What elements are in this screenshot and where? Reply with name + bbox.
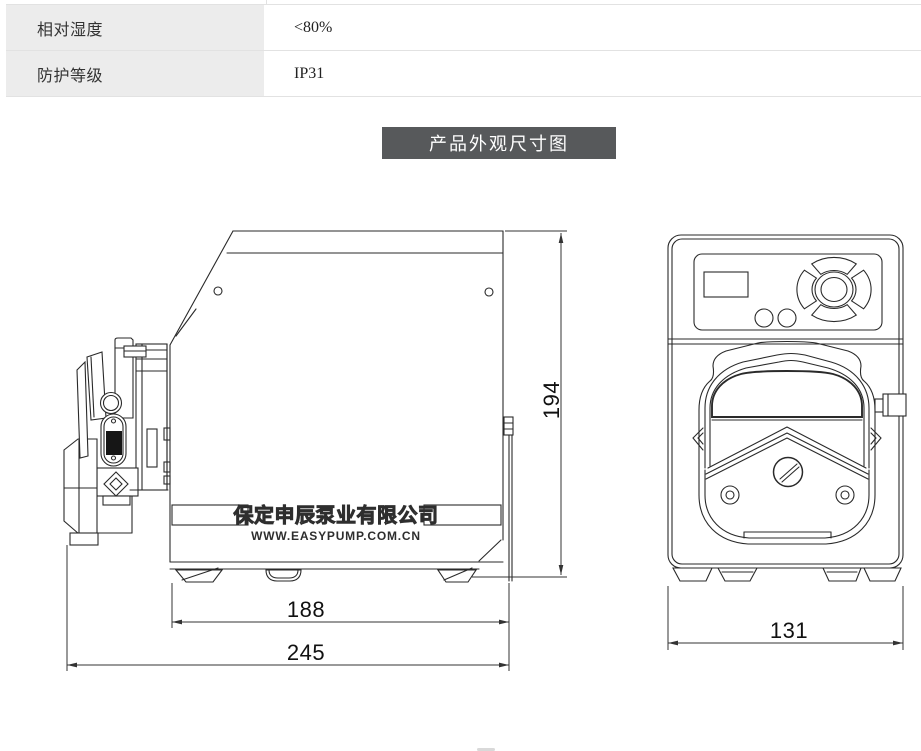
brand-website-text: WWW.EASYPUMP.COM.CN	[251, 529, 421, 543]
screw	[720, 485, 740, 505]
side-view: 保定申辰泵业有限公司 WWW.EASYPUMP.COM.CN 194 188 2…	[63, 230, 567, 671]
dim-width-188: 188	[171, 583, 510, 628]
feet	[672, 567, 902, 582]
section-title-banner: 产品外观尺寸图	[382, 127, 616, 159]
front-view: 131	[667, 234, 907, 650]
diamond-fitting	[103, 471, 129, 497]
table-clipped-row	[6, 0, 921, 5]
control-panel	[693, 253, 883, 331]
clamp-arm	[76, 360, 89, 459]
spec-table: 相对湿度 <80% 防护等级 IP31	[6, 0, 921, 97]
clamp-lever	[692, 427, 704, 451]
vent-slot	[171, 504, 249, 526]
table-row: 防护等级 IP31	[6, 51, 921, 97]
column-divider	[266, 0, 267, 4]
vent-slot	[423, 504, 502, 526]
rear-tab	[503, 416, 514, 582]
tube-bed	[705, 426, 869, 480]
display-screen	[703, 271, 749, 298]
scroll-artifact	[477, 748, 495, 751]
dim-label-131: 131	[770, 618, 808, 643]
center-screw	[772, 456, 804, 488]
dim-label-194: 194	[539, 381, 564, 419]
feet	[174, 567, 478, 583]
spec-value: IP31	[294, 64, 325, 82]
spec-value: <80%	[294, 18, 333, 36]
panel-button	[754, 308, 774, 328]
section-title: 产品外观尺寸图	[429, 134, 569, 154]
screw	[835, 485, 855, 505]
screw-hole	[213, 286, 223, 296]
dim-height-194: 194	[472, 230, 567, 578]
dim-label-188: 188	[287, 597, 325, 622]
dim-label-245: 245	[287, 640, 325, 665]
side-connector	[874, 393, 907, 417]
head-window	[711, 370, 863, 418]
dpad-control	[796, 256, 872, 323]
pump-head-side	[63, 337, 171, 546]
spec-label: 防护等级	[6, 51, 266, 96]
dim-width-131: 131	[667, 586, 904, 650]
brand-name-text: 保定申辰泵业有限公司	[233, 503, 439, 527]
spec-label: 相对湿度	[6, 5, 266, 50]
clamp-lever	[870, 427, 882, 451]
cartridge-slot	[106, 431, 122, 455]
pump-body-side	[169, 230, 514, 583]
pump-head-front	[692, 340, 882, 545]
dim-width-245: 245	[66, 545, 510, 671]
panel-button	[777, 308, 797, 328]
table-row: 相对湿度 <80%	[6, 5, 921, 51]
screw-hole	[484, 287, 494, 297]
